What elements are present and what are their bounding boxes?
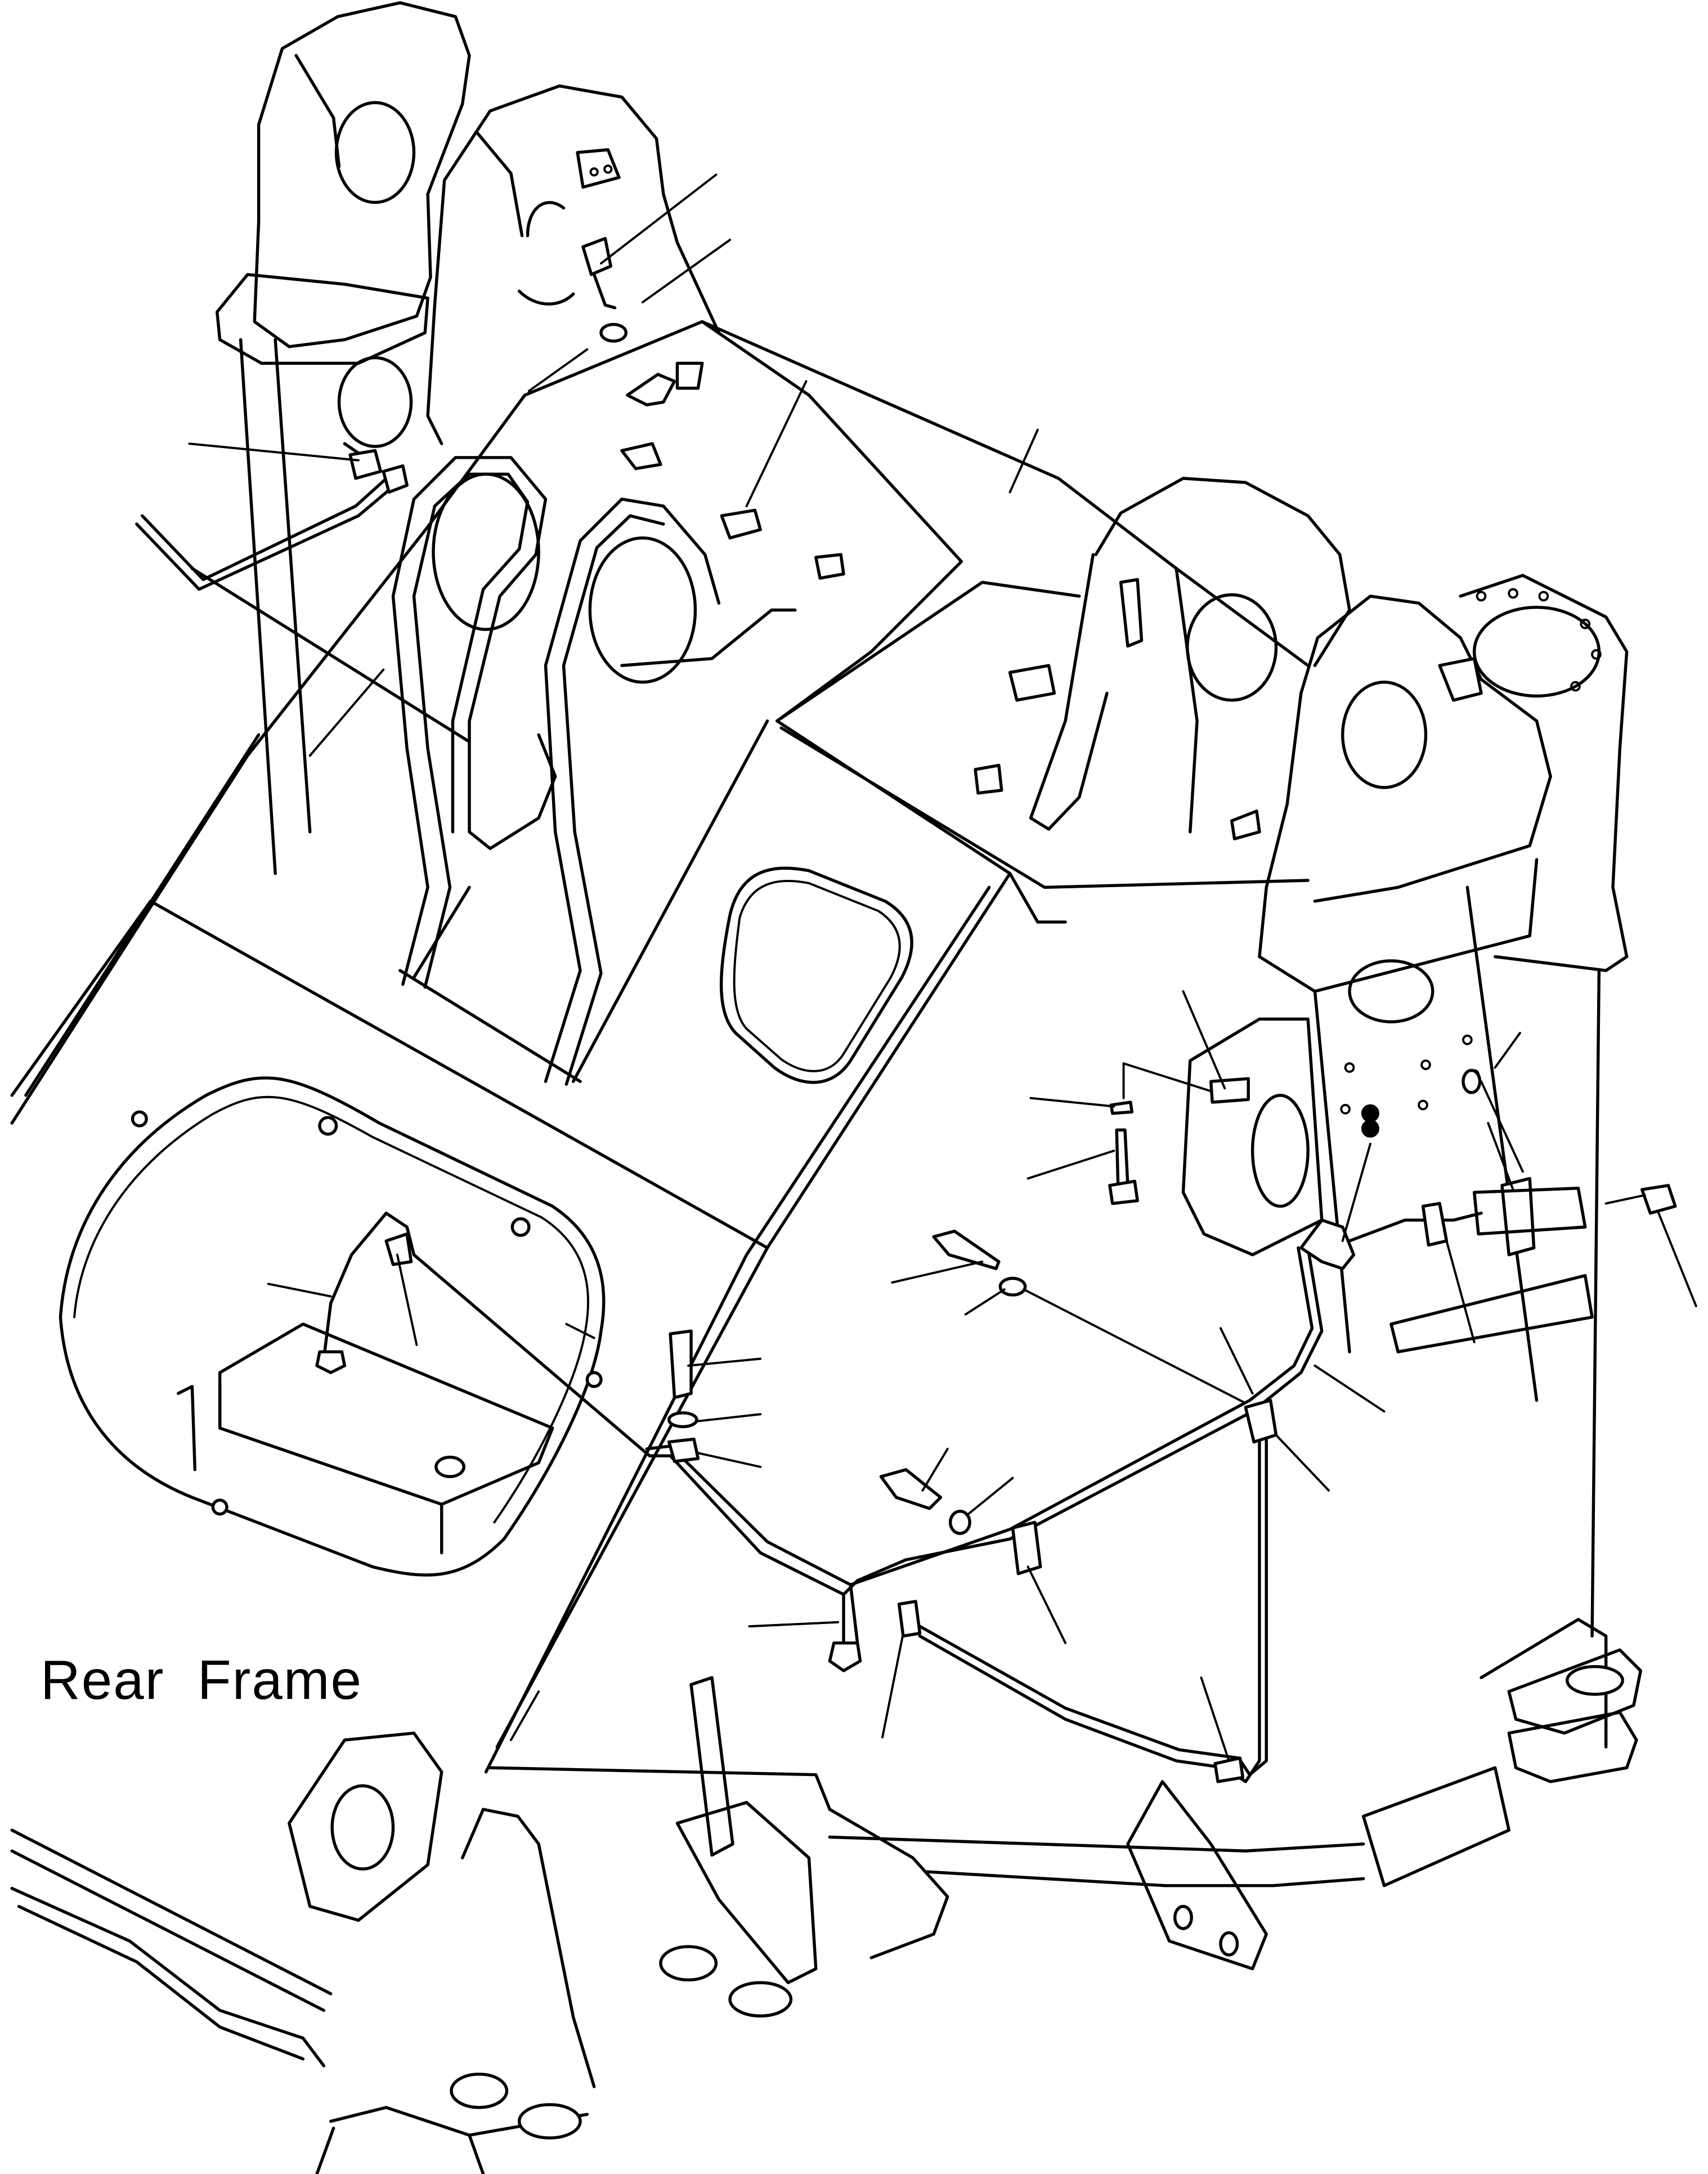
center-pin-tower [426,84,721,445]
left-hydraulic-lines [135,456,797,1086]
diagram-caption: Rear Frame [41,1649,363,1711]
right-hydraulic-lines [645,1177,1677,1783]
frame-access-window [719,866,913,1084]
frame-access-window-inner [733,879,901,1072]
left-pin-tower [216,1,471,875]
right-rear-tower [1029,477,1351,834]
fittings-and-clamps [348,148,1483,1783]
rear-frame-bottom [10,1618,1642,2174]
access-cover-plate [59,1076,651,1577]
callout-leader-lines [188,173,1697,1762]
side-bearing-block [1181,959,1594,1354]
rear-frame-body [10,320,1310,1774]
right-front-tower [1258,574,1629,1638]
black-bushings [1361,1104,1379,1138]
